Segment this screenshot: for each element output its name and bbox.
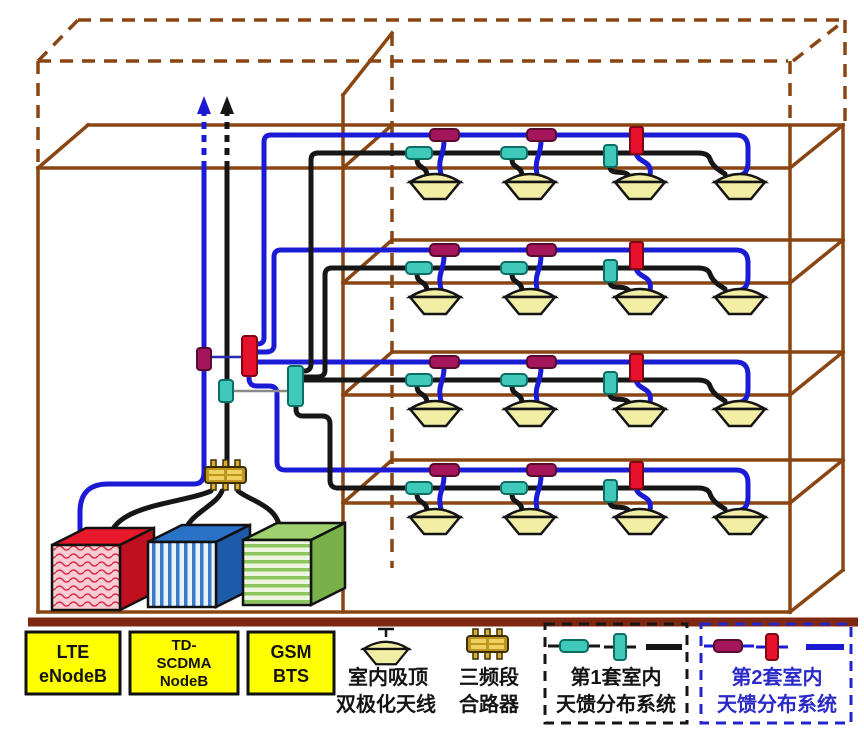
- system1-floor-feeds: [293, 150, 345, 491]
- triband-combiner: [204, 459, 247, 491]
- system2-caption-line1: 第2套室内: [731, 665, 822, 689]
- floor-4-distribution: [290, 460, 843, 534]
- coupler-icon-system1: [559, 639, 589, 653]
- legend-system2: 第2套室内 天馈分布系统: [699, 622, 853, 725]
- splitter-icon-system2: [765, 633, 779, 661]
- system2-riser: [77, 96, 211, 543]
- riser-splitter-cluster: [196, 335, 304, 407]
- td-label-line1: TD-: [172, 637, 197, 654]
- td-label-line3: NodeB: [160, 673, 209, 690]
- base-station-labels: LTE eNodeB TD- SCDMA NodeB GSM BTS: [24, 630, 336, 696]
- triband-combiner-icon: [466, 628, 509, 660]
- lte-enodeb-box: [50, 525, 156, 613]
- system1-riser: [220, 96, 234, 471]
- system2-riser-coupler: [196, 347, 212, 371]
- gsm-label-line1: GSM: [270, 642, 311, 662]
- ceiling-antenna-icon: [362, 627, 410, 666]
- floor-1-distribution: [290, 125, 843, 199]
- combiner-caption-line1: 三频段: [459, 665, 519, 689]
- legend: 室内吸顶 双极化天线 三频段 合路器 第1套室内 天馈分布系统 第2套室内 天馈…: [336, 622, 853, 725]
- td-label-box: [128, 630, 240, 696]
- system2-floor-feeds: [246, 132, 295, 473]
- system1-caption-line1: 第1套室内: [570, 665, 661, 689]
- system1-riser-coupler: [218, 379, 234, 403]
- system2-splitter: [241, 335, 258, 377]
- td-scdma-nodeb-box: [146, 522, 252, 610]
- splitter-icon-system1: [613, 633, 627, 661]
- building-outline: [28, 18, 858, 627]
- lte-label-box: [24, 630, 122, 696]
- system1-splitter: [287, 365, 304, 407]
- legend-system1: 第1套室内 天馈分布系统: [543, 622, 689, 725]
- gsm-label-box: [246, 630, 336, 696]
- antenna-caption-line2: 双极化天线: [336, 692, 436, 716]
- lte-label-line1: LTE: [57, 642, 90, 662]
- system2-caption-line2: 天馈分布系统: [717, 692, 837, 716]
- gsm-bts-box: [241, 520, 347, 608]
- td-label-line2: SCDMA: [157, 655, 212, 672]
- floor-3-distribution: [290, 352, 843, 426]
- upward-arrow-black: [220, 96, 234, 114]
- lte-label-line2: eNodeB: [39, 666, 107, 686]
- gsm-label-line2: BTS: [273, 666, 309, 686]
- floor-2-distribution: [290, 240, 843, 314]
- combiner-caption-line2: 合路器: [459, 692, 520, 716]
- coupler-icon-system2: [713, 639, 743, 653]
- system1-caption-line2: 天馈分布系统: [556, 692, 676, 716]
- upward-arrow-blue: [197, 96, 211, 114]
- antenna-caption-line1: 室内吸顶: [348, 665, 428, 689]
